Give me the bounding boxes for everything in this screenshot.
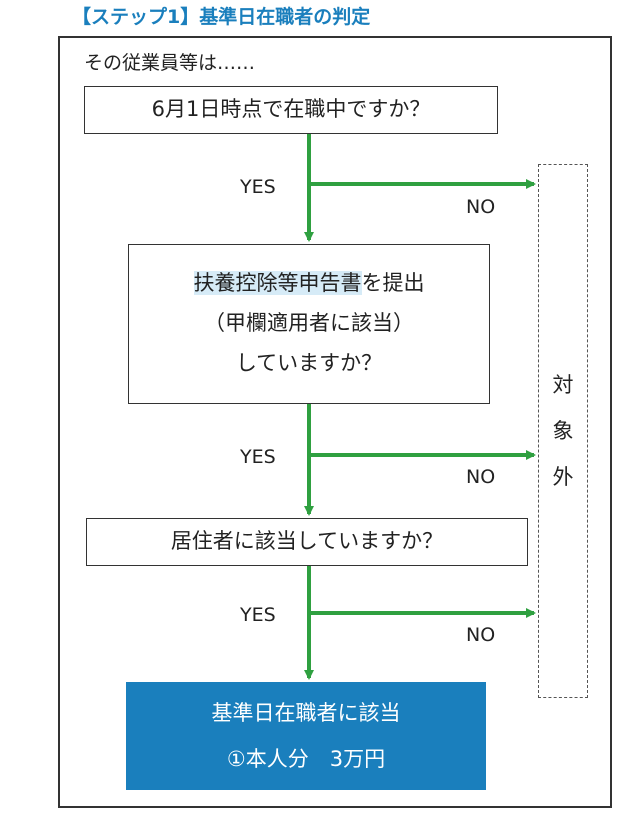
yes-label-2: YES	[240, 446, 276, 468]
flowchart-frame	[58, 36, 612, 808]
question-line-1: 扶養控除等申告書を提出	[193, 264, 425, 304]
question-resident: 居住者に該当していますか？	[86, 518, 528, 566]
yes-label-1: YES	[240, 176, 276, 198]
question-text: を提出	[361, 271, 425, 296]
no-label-3: NO	[466, 624, 496, 646]
question-line-3: していますか？	[235, 350, 383, 375]
result-box: 基準日在職者に該当 ①本人分 3万円	[126, 682, 486, 790]
result-title: 基準日在職者に該当	[211, 700, 401, 725]
result-amount: ①本人分 3万円	[226, 747, 386, 771]
yes-label-3: YES	[240, 604, 276, 626]
no-label-1: NO	[466, 196, 496, 218]
step-title: 【ステップ1】基準日在職者の判定	[72, 6, 371, 28]
question-text: 6月1日時点で在職中ですか？	[151, 97, 431, 122]
highlighted-term: 扶養控除等申告書	[193, 271, 362, 296]
not-applicable-char-3: 外	[552, 465, 574, 490]
question-text: 居住者に該当していますか？	[170, 529, 444, 554]
question-dependent-declaration: 扶養控除等申告書を提出 （甲欄適用者に該当） していますか？	[128, 244, 490, 404]
question-in-employment-june1: 6月1日時点で在職中ですか？	[84, 86, 498, 134]
no-label-2: NO	[466, 466, 496, 488]
not-applicable-box: 対 象 外	[538, 164, 588, 698]
question-line-2: （甲欄適用者に該当）	[204, 311, 414, 336]
not-applicable-char-2: 象	[552, 418, 574, 443]
not-applicable-char-1: 対	[552, 372, 574, 397]
intro-text: その従業員等は……	[84, 52, 256, 74]
